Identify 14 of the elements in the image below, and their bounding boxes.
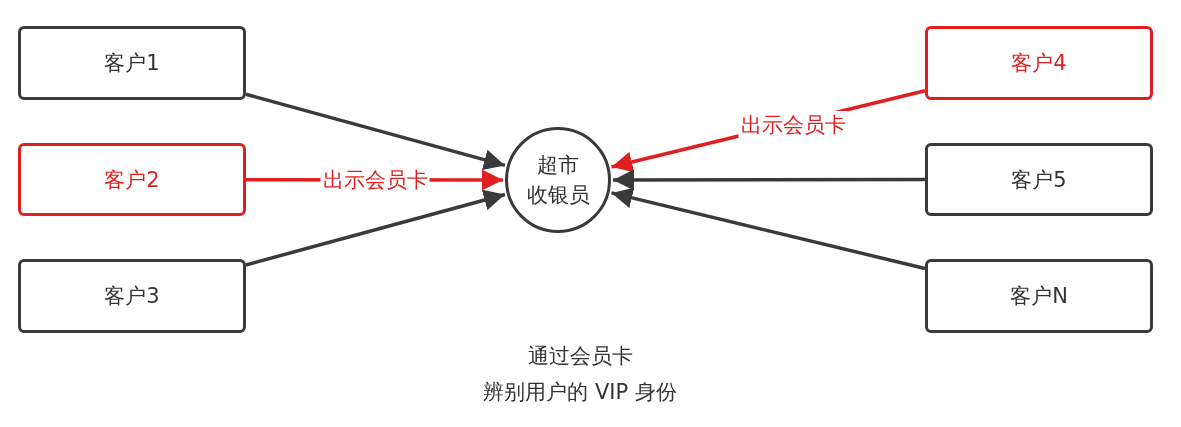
arrow xyxy=(613,169,925,191)
edge-label: 出示会员卡 xyxy=(738,111,848,139)
process-box: 客户2 xyxy=(18,143,246,216)
process-box: 客户1 xyxy=(18,26,246,100)
process-box: 客户4 xyxy=(925,26,1153,100)
process-box: 客户3 xyxy=(18,259,246,333)
arrow xyxy=(611,187,926,271)
arrow xyxy=(245,92,506,170)
note-text: 辨别用户的 VIP 身份 xyxy=(483,379,677,406)
note-text: 通过会员卡 xyxy=(527,343,633,370)
arrow xyxy=(245,189,506,267)
process-box: 客户N xyxy=(925,259,1153,333)
process-circle: 超市 收银员 xyxy=(505,127,611,233)
process-box: 客户5 xyxy=(925,143,1153,216)
